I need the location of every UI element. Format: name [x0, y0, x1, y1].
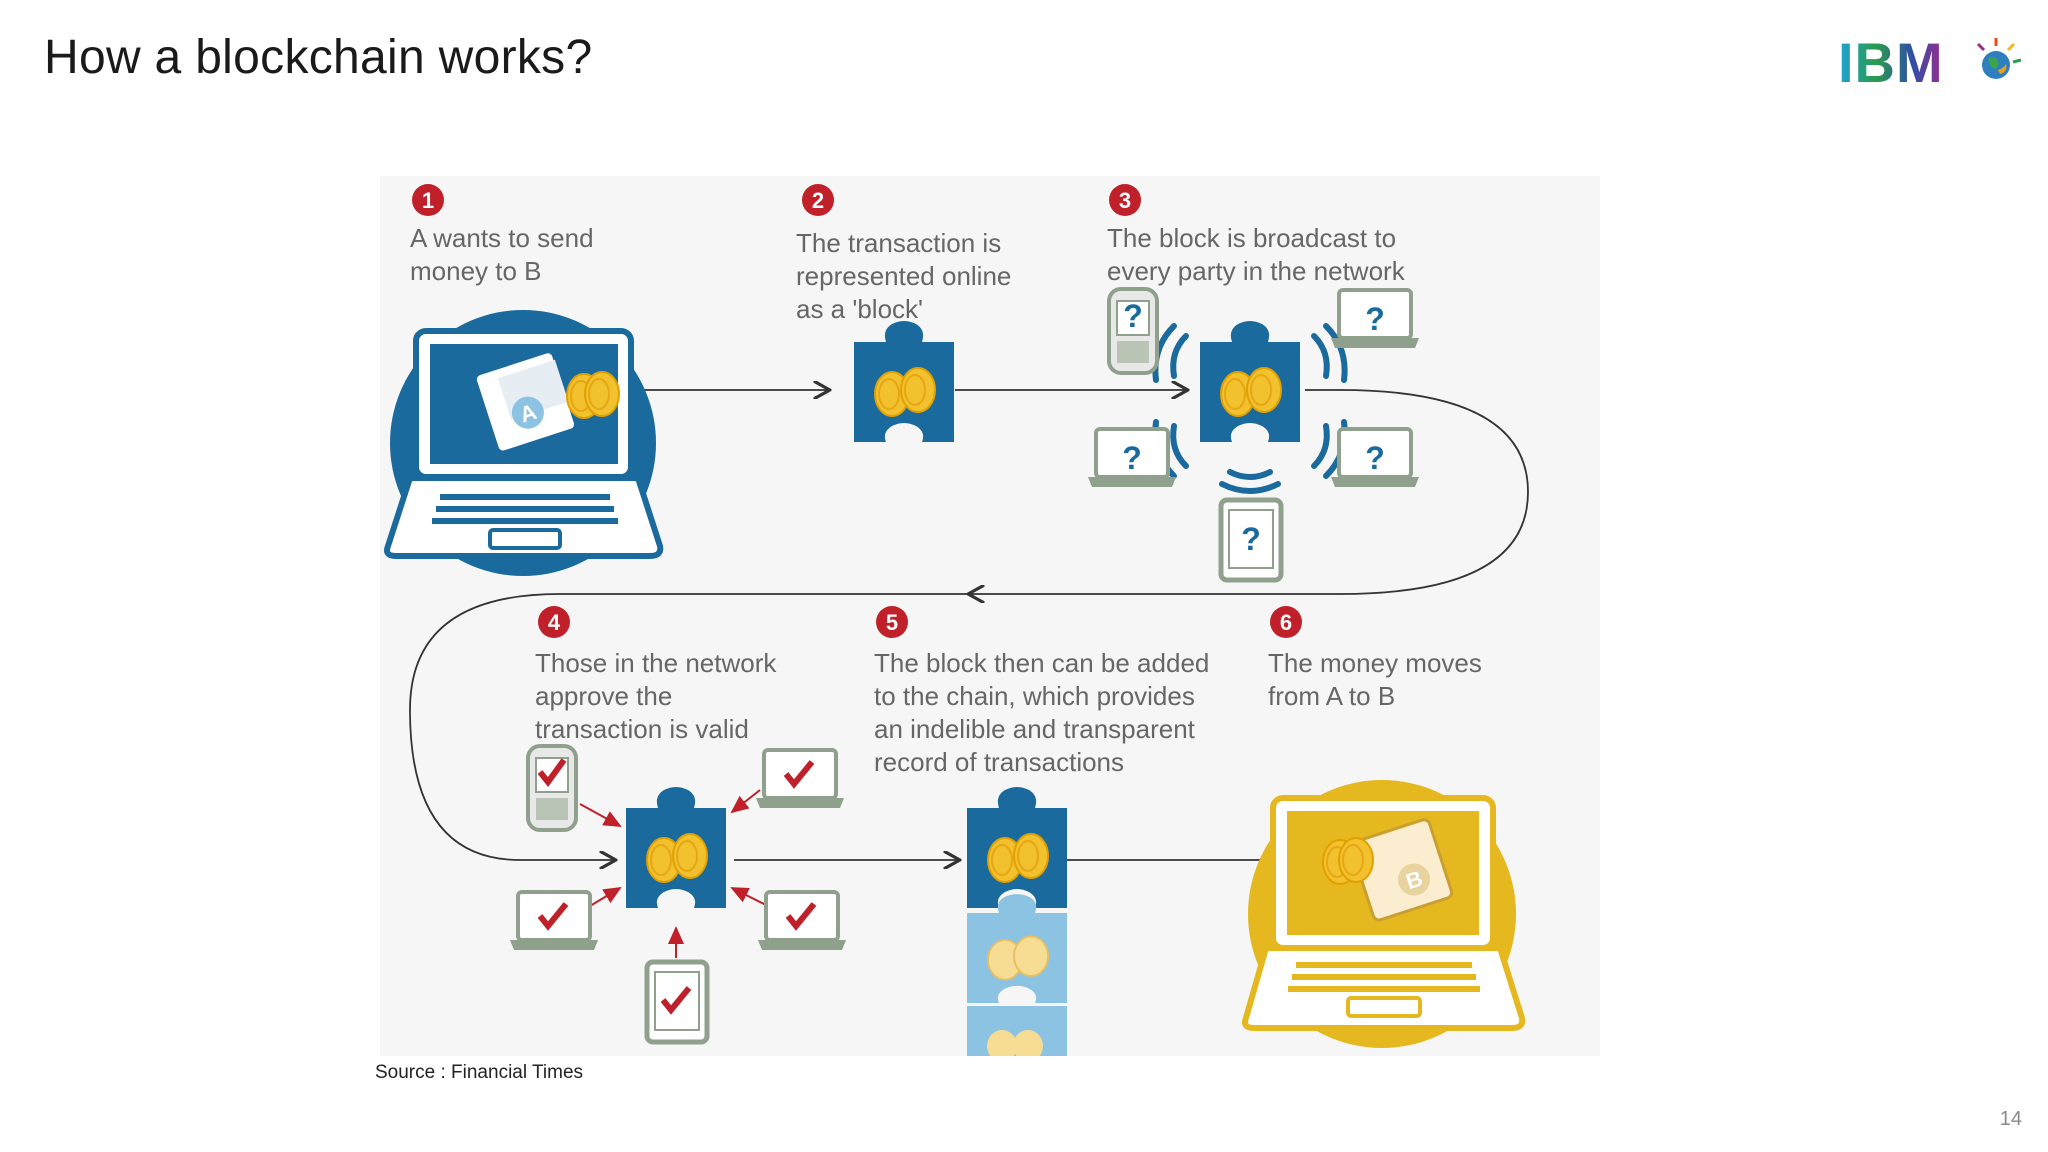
svg-text:?: ?: [1122, 440, 1142, 476]
step-3: 3 The block is broadcast to every party …: [1107, 184, 1406, 286]
wallet-a-label: [511, 396, 544, 429]
approver-laptop-left: [508, 890, 600, 952]
svg-text:4: 4: [548, 610, 561, 635]
svg-text:?: ?: [1365, 301, 1385, 337]
blockchain-diagram: 1 A wants to send money to B 2 The trans…: [384, 184, 1529, 1056]
svg-text:?: ?: [1365, 440, 1385, 476]
svg-text:5: 5: [886, 610, 898, 635]
step-2: 2 The transaction is represented online …: [796, 184, 1019, 324]
sender-laptop: A: [384, 310, 664, 576]
step-3-badge: [1109, 184, 1141, 216]
checkmark-icon: [783, 760, 815, 789]
blockchain-stack: [966, 787, 1068, 1056]
checkmark-icon: [537, 758, 567, 787]
ibm-globe-icon: [1976, 38, 2022, 79]
approver-phone: [526, 744, 578, 832]
step-2-text: The transaction is represented online as…: [796, 228, 1019, 324]
slide-title: How a blockchain works?: [44, 31, 593, 84]
wallet-b-icon: B: [1349, 818, 1454, 922]
wallet-b-label: [1398, 863, 1431, 896]
svg-text:6: 6: [1280, 610, 1292, 635]
step-5: 5 The block then can be added to the cha…: [874, 606, 1217, 777]
svg-text:1: 1: [422, 188, 434, 213]
approval-arrows: [579, 789, 769, 958]
step-5-text: The block then can be added to the chain…: [874, 648, 1217, 777]
broadcast-block: [1200, 321, 1300, 442]
step-6: 6 The money moves from A to B: [1268, 606, 1489, 711]
checkmark-icon: [537, 902, 569, 931]
approver-tablet: [647, 962, 707, 1042]
approver-laptop-right: [756, 890, 848, 952]
arrow-loop-left: [409, 593, 970, 860]
step-1-text: A wants to send money to B: [410, 223, 601, 286]
svg-text:2: 2: [812, 188, 824, 213]
network-device-laptop-left: ?: [1086, 427, 1178, 489]
page-number: 14: [1999, 1108, 2022, 1130]
network-device-phone-top: ?: [1107, 287, 1159, 375]
svg-text:B: B: [1403, 866, 1426, 895]
ibm-logo: IBM: [1838, 32, 2022, 90]
svg-text:?: ?: [1241, 521, 1261, 557]
wallet-a-icon: A: [473, 350, 578, 454]
network-device-laptop-right: ?: [1329, 427, 1421, 489]
step-6-text: The money moves from A to B: [1268, 648, 1489, 711]
step-6-badge: [1270, 606, 1302, 638]
source-caption: Source : Financial Times: [375, 1062, 584, 1083]
step-4-text: Those in the network approve the transac…: [535, 648, 784, 744]
approval-block: [626, 787, 726, 908]
checkmark-icon: [660, 986, 692, 1015]
step-5-badge: [876, 606, 908, 638]
keyboard: [1288, 962, 1480, 992]
svg-text:A: A: [517, 399, 540, 428]
svg-text:3: 3: [1119, 188, 1131, 213]
network-device-tablet-bottom: ?: [1221, 500, 1281, 580]
svg-text:?: ?: [1123, 298, 1143, 334]
ibm-logo-text: IBM: [1838, 32, 1944, 90]
receiver-laptop: B: [1242, 780, 1526, 1048]
step-1: 1 A wants to send money to B: [410, 184, 601, 286]
transaction-block: [854, 321, 954, 442]
checkmark-icon: [785, 902, 817, 931]
arrow-loop-right: [970, 389, 1529, 594]
step-2-badge: [802, 184, 834, 216]
step-3-text: The block is broadcast to every party in…: [1107, 223, 1406, 286]
network-device-laptop-top-right: ?: [1329, 288, 1421, 350]
step-4: 4 Those in the network approve the trans…: [535, 606, 784, 744]
approver-laptop-top-right: [754, 748, 846, 810]
step-1-badge: [412, 184, 444, 216]
keyboard: [432, 494, 618, 524]
step-4-badge: [538, 606, 570, 638]
